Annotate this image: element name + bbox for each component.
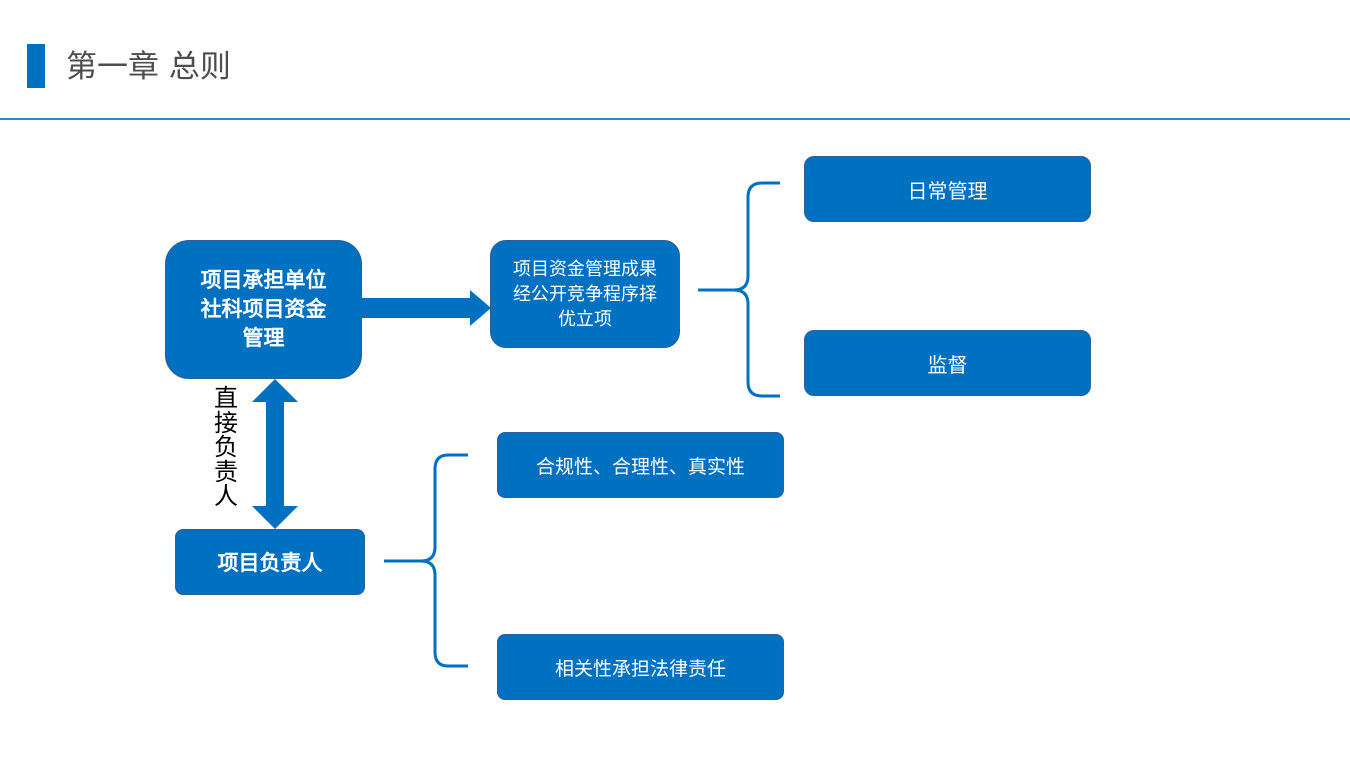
relation-label: 直接负责人 xyxy=(214,384,238,510)
liability-label: 相关性承担法律责任 xyxy=(554,657,726,680)
slide-title: 第一章 总则 xyxy=(66,49,231,85)
supervision-box: 监督 xyxy=(804,330,1091,396)
compliance-box: 合规性、合理性、真实性 xyxy=(497,432,784,498)
procurement-box-label: 项目资金管理成果经公开竞争程序择优立项 xyxy=(513,258,657,330)
right-brace xyxy=(698,181,780,398)
unit-box: 项目承担单位社科项目资金管理 xyxy=(165,240,362,379)
leader-brace xyxy=(384,453,468,668)
leader-box-label: 项目负责人 xyxy=(217,551,323,575)
unit-box-label: 项目承担单位社科项目资金管理 xyxy=(200,268,327,350)
leader-box: 项目负责人 xyxy=(175,529,365,595)
double-arrow xyxy=(252,379,298,529)
procurement-box: 项目资金管理成果经公开竞争程序择优立项 xyxy=(490,240,680,348)
compliance-label: 合规性、合理性、真实性 xyxy=(535,455,745,478)
title-divider xyxy=(0,118,1350,120)
right-arrow xyxy=(362,290,491,326)
daily-management-label: 日常管理 xyxy=(907,178,988,203)
liability-box: 相关性承担法律责任 xyxy=(497,634,784,700)
daily-management-box: 日常管理 xyxy=(804,156,1091,222)
title-accent-bar xyxy=(27,44,45,88)
supervision-label: 监督 xyxy=(927,352,968,377)
